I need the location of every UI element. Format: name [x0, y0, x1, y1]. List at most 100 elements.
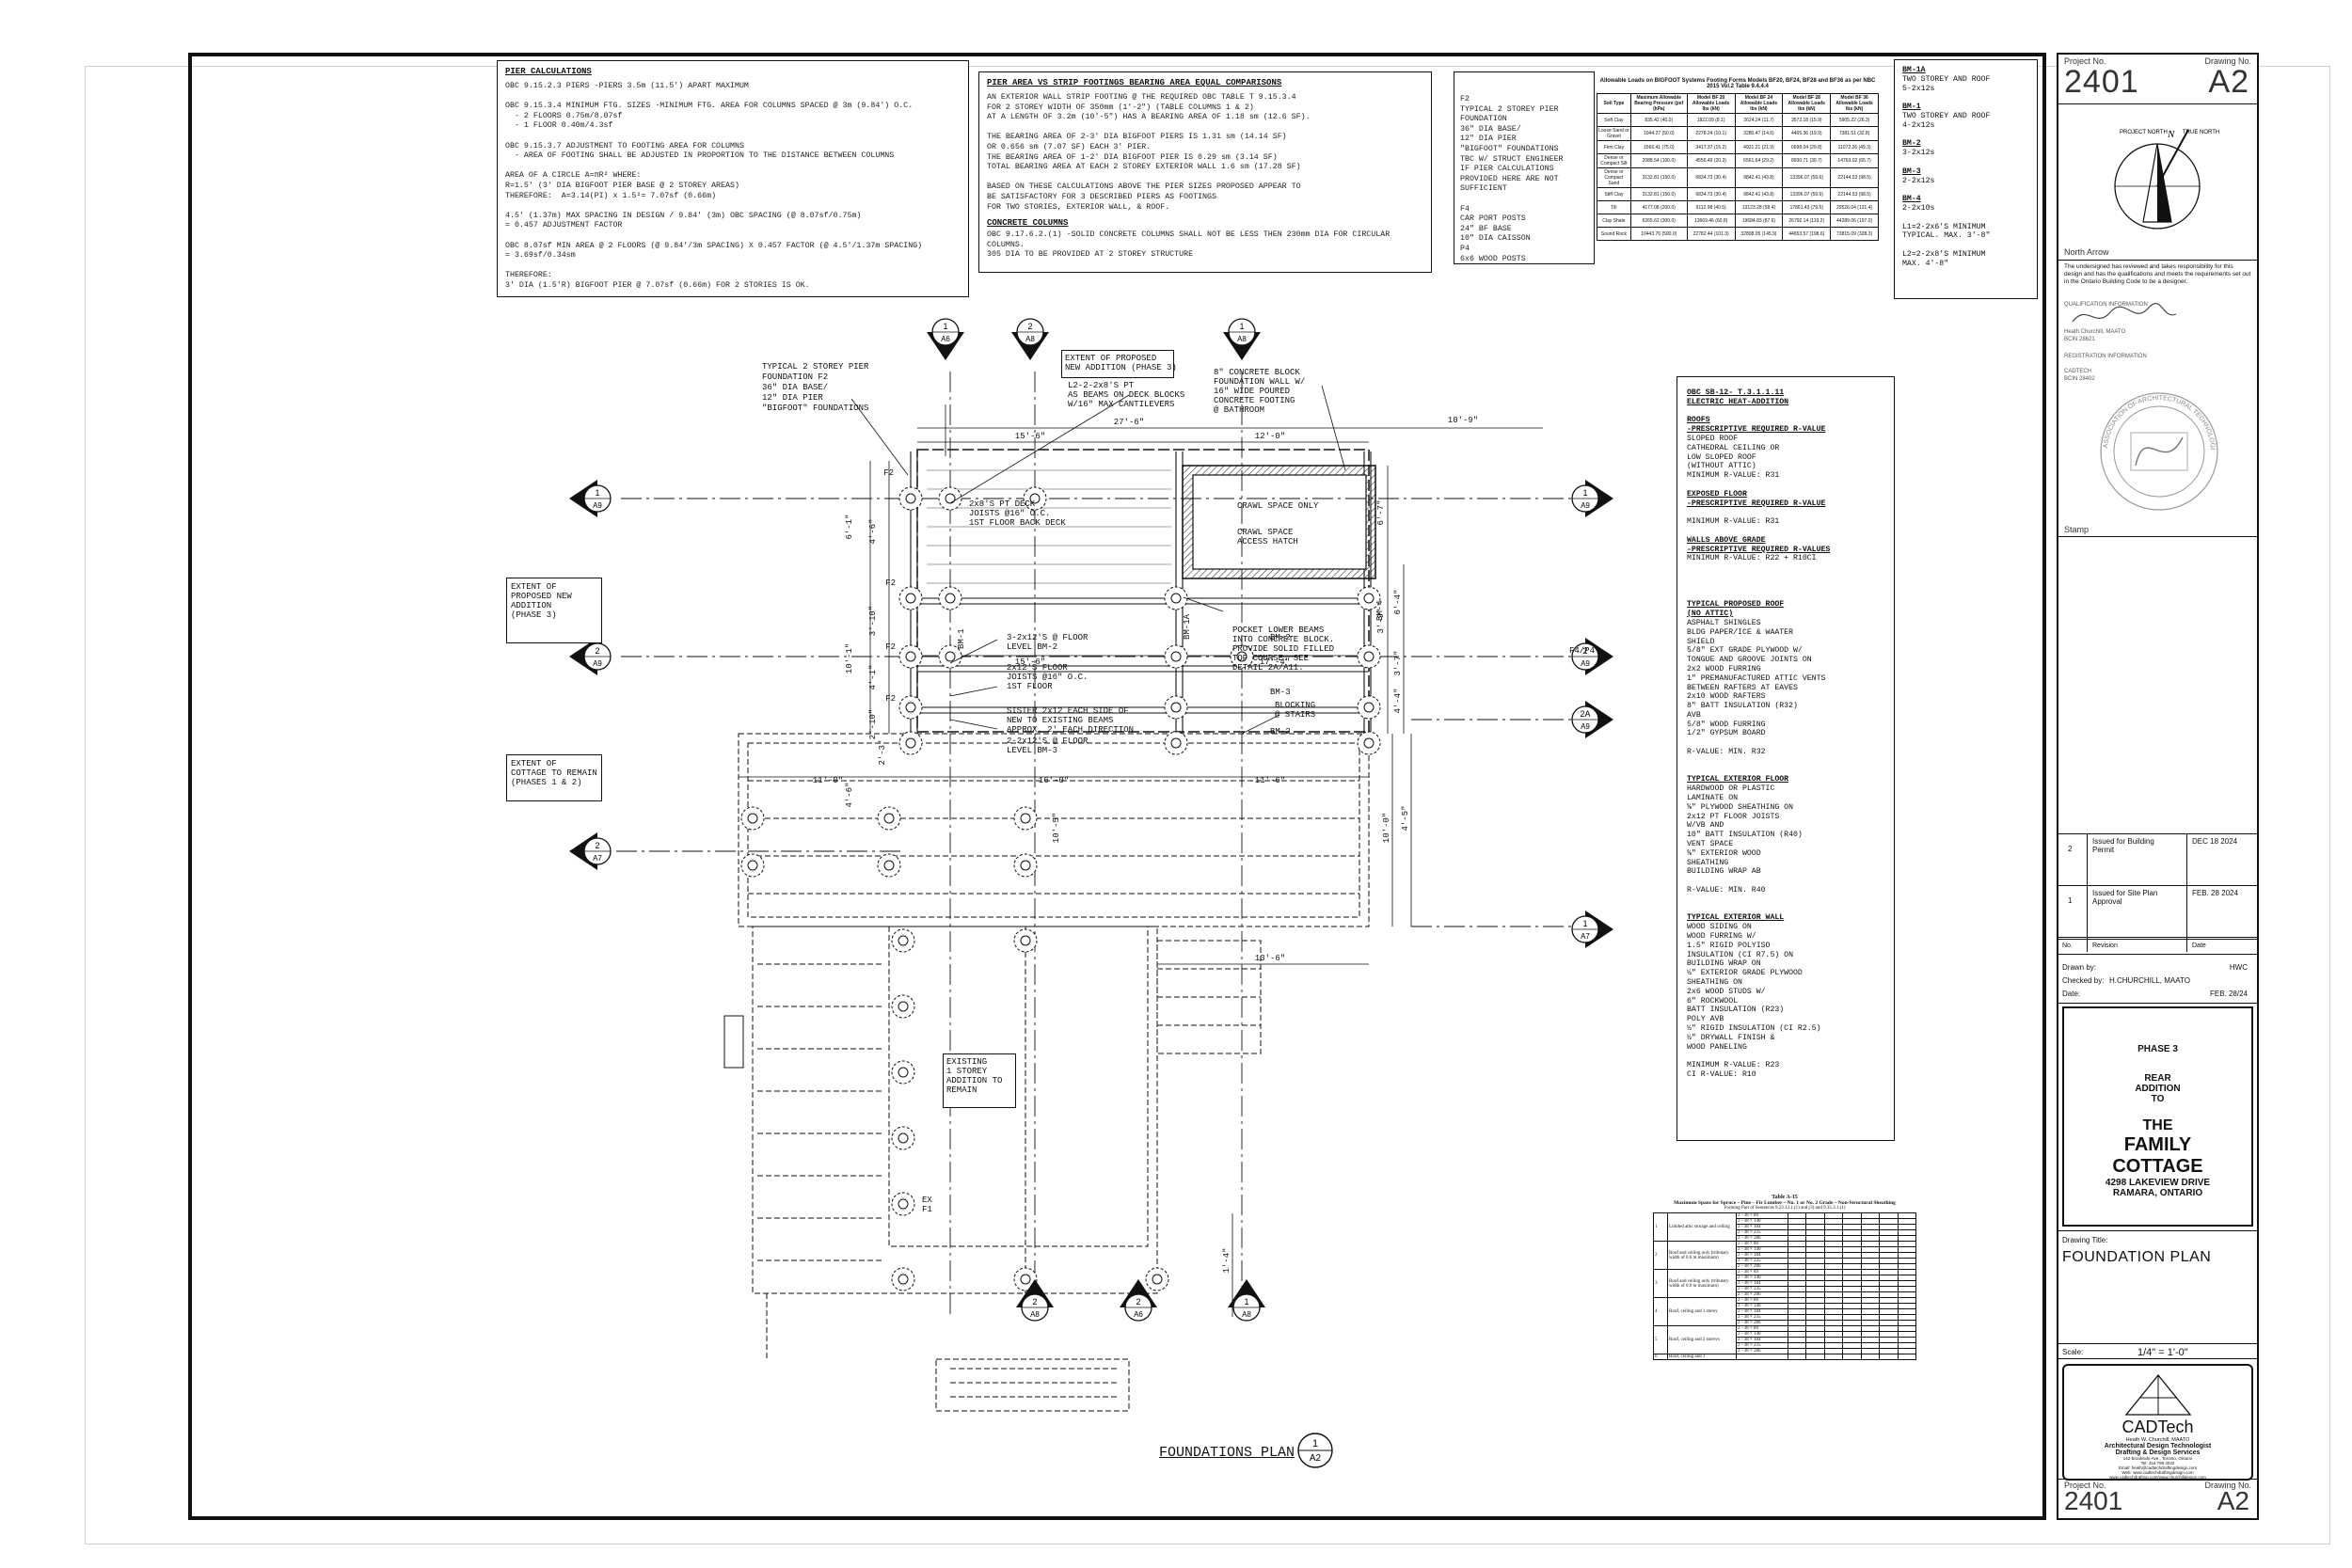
project-no: 2401 — [2064, 64, 2139, 100]
span-table: Table A-15 Maximum Spans for Spruce – Pi… — [1653, 1195, 1917, 1360]
deck-joists — [927, 469, 1171, 584]
pier — [1357, 586, 1381, 610]
note-line: ⅝" PLYWOOD SHEATHING ON — [1687, 802, 1794, 812]
pier — [898, 695, 923, 720]
pier — [740, 853, 765, 878]
note-line: WOOD SIDING ON — [1687, 923, 1752, 932]
plan-label: BM-2 — [1270, 727, 1291, 736]
dimension-label: 6'-7" — [1376, 499, 1386, 525]
drawing-title-label: Drawing Title: — [2062, 1236, 2108, 1244]
note-line: 6" ROCKWOOL — [1687, 996, 1739, 1006]
note-line: MINIMUM R-VALUE: R23 — [1687, 1061, 1780, 1070]
note-line: WOOD FURRING W/ — [1687, 932, 1756, 942]
dimension-label: 10'-5" — [1052, 813, 1061, 843]
plan-label: AS BEAMS ON DECK BLOCKS — [1068, 390, 1184, 400]
logo-line1: Heath W. Churchill, MAATO — [2125, 1437, 2190, 1443]
pier — [891, 1126, 915, 1150]
dimension-label: 4'-6" — [868, 518, 878, 544]
rev-date-header: Date — [2192, 942, 2206, 949]
dimension-label: 2'-10" — [868, 709, 878, 739]
pier — [877, 853, 901, 878]
note-line: WALLS ABOVE GRADE — [1687, 535, 1766, 545]
pier — [891, 1267, 915, 1291]
note-line: 2x6 WOOD STUDS W/ — [1687, 987, 1766, 996]
section-ref-sheet: A9 — [1581, 722, 1590, 731]
project-phase: PHASE 3 — [2137, 1044, 2178, 1054]
section-ref-num: 2 — [595, 646, 599, 656]
plan-label: APPROX. 2' EACH DIRECTION — [1007, 725, 1134, 735]
note-line: BM-1A — [1902, 66, 1926, 74]
note-line: 5/8" WOOD FURRING — [1687, 720, 1766, 729]
note-line: -PRESCRIPTIVE REQUIRED R-VALUE — [1687, 499, 1826, 508]
section-ref-sheet: A9 — [1581, 659, 1590, 668]
plan-label: 2x8'S PT DECK — [969, 499, 1036, 509]
sheet-border — [85, 66, 2330, 1544]
plan-label: TYPICAL 2 STOREY PIER — [762, 362, 869, 372]
section-ref-sheet: A8 — [1025, 335, 1035, 343]
dimension-label: 2'-3" — [878, 739, 887, 765]
note-line: ASPHALT SHINGLES — [1687, 618, 1761, 627]
firm-name: CADTECH — [2064, 369, 2092, 374]
concrete-columns-notes: OBC 9.17.6.2.(1) -SOLID CONCRETE COLUMNS… — [987, 230, 1391, 260]
plan-label: 12" DIA PIER — [762, 393, 823, 403]
note-line: SHEATHING ON — [1687, 978, 1742, 987]
note-line: HARDWOOD OR PLASTIC — [1687, 784, 1775, 794]
section-ref-num: 1 — [595, 488, 599, 498]
pier — [891, 928, 915, 953]
grid-lines — [616, 372, 1585, 1317]
note-line: BLDG PAPER/ICE & WAATER — [1687, 627, 1794, 637]
note-line: ⅝" EXTERIOR WOOD — [1687, 848, 1761, 858]
note-line: 3-2x12s — [1902, 149, 1935, 158]
note-line: OBC SB-12- T.3.1.1.11 — [1687, 388, 1785, 397]
plan-label: JOISTS @16" O.C. — [1007, 673, 1088, 682]
plan-label: JOISTS @16" O.C. — [969, 509, 1050, 518]
section-ref-num: 2 — [1027, 322, 1032, 331]
section-ref-marker: 1A9 — [1571, 480, 1613, 517]
rev-header: Revision — [2092, 942, 2118, 949]
table-row: 2 - 38 × 235 — [1654, 1286, 1917, 1292]
pier-calc-notes: OBC 9.15.2.3 PIERS -PIERS 3.5m (11.5') A… — [505, 82, 923, 290]
pier — [1145, 1267, 1169, 1291]
project-address1: 4298 LAKEVIEW DRIVE — [2105, 1178, 2211, 1188]
note-line: TYPICAL PROPOSED ROOF — [1687, 600, 1785, 610]
pier-tag: F2 — [885, 694, 896, 704]
pier — [891, 1060, 915, 1085]
drawing-no-label: Drawing No. — [2204, 56, 2251, 66]
concrete-columns-title: CONCRETE COLUMNS — [987, 218, 1069, 229]
section-ref-num: 2 — [1032, 1297, 1037, 1307]
project-to: TO — [2151, 1094, 2165, 1104]
date: FEB. 28/24 — [2209, 990, 2248, 998]
note-line: 8" BATT INSULATION (R32) — [1687, 702, 1798, 711]
plan-title-ref: 1 A2 — [1297, 1433, 1333, 1468]
beam-tag: BM-4 — [1375, 600, 1385, 621]
note-line: -PRESCRIPTIVE REQUIRED R-VALUE — [1687, 425, 1826, 435]
note-line: 5-2x12s — [1902, 84, 1935, 93]
pier — [1013, 806, 1038, 831]
registration-label: REGISTRATION INFORMATION — [2064, 354, 2147, 359]
section-ref-sheet: A9 — [1581, 501, 1590, 510]
drawn-by-label: Drawn by: — [2062, 963, 2097, 972]
project-rear: REAR — [2144, 1073, 2171, 1084]
plan-label: BM-3 — [1270, 688, 1291, 697]
note-line: 1.5" RIGID POLYISO — [1687, 941, 1771, 950]
svg-text:1: 1 — [1312, 1438, 1318, 1449]
note-line: ½" EXTERIOR GRADE PLYWOOD — [1687, 969, 1803, 978]
section-ref-marker: 2A8 — [1016, 1279, 1054, 1322]
checked-by: H.CHURCHILL, MAATO — [2109, 976, 2190, 985]
plan-label: 1ST FLOOR — [1007, 682, 1053, 691]
plan-label: F1 — [922, 1205, 932, 1214]
dimension-label: 17'-4" — [1260, 657, 1290, 667]
pier — [877, 806, 901, 831]
note-line: BM-4 — [1902, 195, 1921, 204]
note-line: SHEATHING — [1687, 858, 1729, 867]
note-line: R-VALUE: MIN. R40 — [1687, 886, 1766, 895]
dimension-label: 3'-10" — [868, 606, 878, 636]
pier-area-box: PIER AREA VS STRIP FOOTINGS BEARING AREA… — [978, 71, 1432, 273]
note-line: R-VALUE: MIN. R32 — [1687, 748, 1766, 757]
dimension-label: 15'-6" — [1015, 657, 1045, 667]
note-line: TONGUE AND GROOVE JOINTS ON — [1687, 656, 1812, 665]
plan-label: LEVEL BM-3 — [1007, 746, 1057, 755]
